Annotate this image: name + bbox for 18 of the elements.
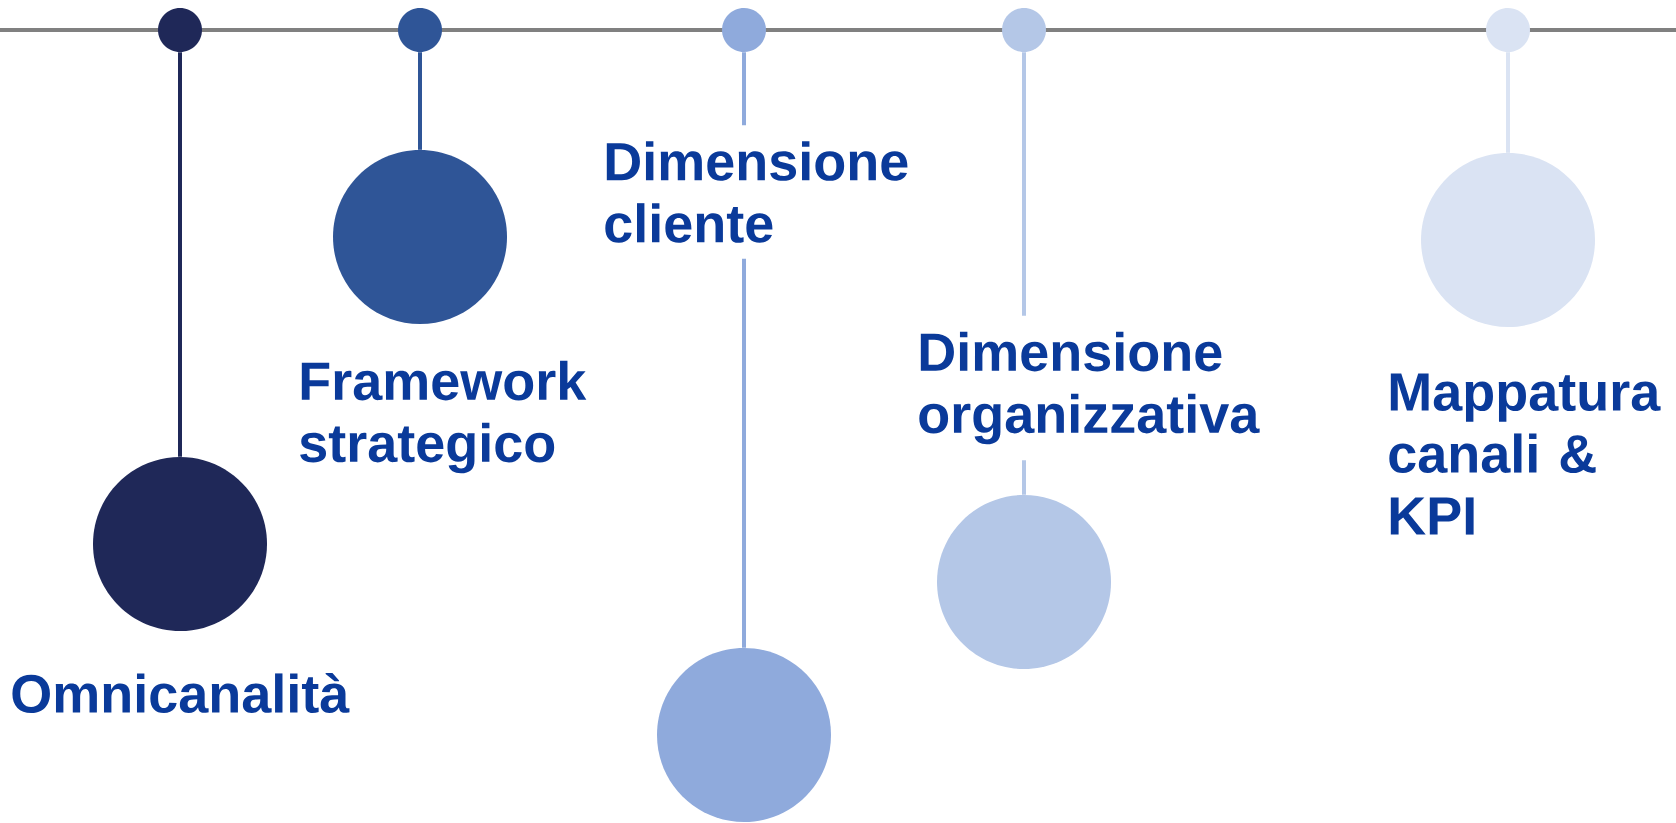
timeline-dot — [398, 8, 442, 52]
timeline-dot — [1002, 8, 1046, 52]
milestone-label: Omnicanalità — [10, 656, 350, 730]
connector-line — [178, 52, 182, 457]
milestone-label: Dimensione organizzativa — [917, 315, 1298, 461]
timeline-dot — [722, 8, 766, 52]
milestone-label: Dimensione cliente — [603, 125, 914, 259]
timeline-dot — [158, 8, 202, 52]
milestone-label: Framework strategico — [298, 344, 599, 490]
milestone-circle — [333, 150, 507, 324]
milestone-circle — [93, 457, 267, 631]
timeline-dot — [1486, 8, 1530, 52]
connector-line — [1506, 52, 1510, 153]
milestone-circle — [657, 648, 831, 822]
milestone-circle — [937, 495, 1111, 669]
milestone-label: Mappatura canali & KPI — [1387, 357, 1673, 551]
connector-line — [418, 52, 422, 150]
milestone-circle — [1421, 153, 1595, 327]
